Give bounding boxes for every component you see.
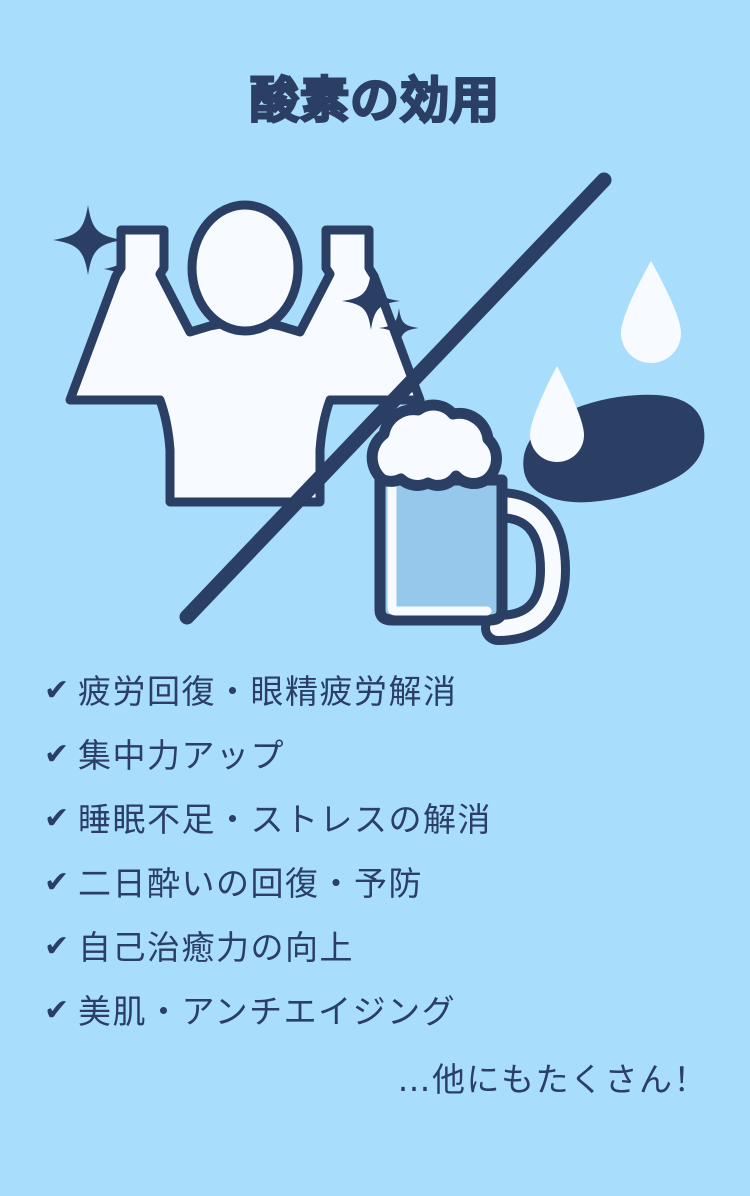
list-item: ✔ 睡眠不足・ストレスの解消 <box>0 788 750 852</box>
benefit-list: ✔ 疲労回復・眼精疲労解消 ✔ 集中力アップ ✔ 睡眠不足・ストレスの解消 ✔ … <box>0 660 750 1044</box>
sweat-drop-large-icon <box>621 261 681 363</box>
list-item: ✔ 疲労回復・眼精疲労解消 <box>0 660 750 724</box>
check-icon: ✔ <box>44 993 70 1028</box>
sparkle-large-right-icon <box>342 272 400 330</box>
list-item: ✔ 自己治癒力の向上 <box>0 916 750 980</box>
list-item: ✔ 集中力アップ <box>0 724 750 788</box>
benefit-label: 睡眠不足・ストレスの解消 <box>78 800 492 839</box>
check-icon: ✔ <box>44 737 70 772</box>
illustration-area <box>0 150 750 650</box>
list-item: ✔ 二日酔いの回復・予防 <box>0 852 750 916</box>
check-icon: ✔ <box>44 865 70 900</box>
sparkle-large-left-icon <box>53 205 123 275</box>
benefit-label: 集中力アップ <box>78 736 285 775</box>
beer-mug-icon <box>366 399 571 645</box>
list-item: ✔ 美肌・アンチエイジング <box>0 980 750 1044</box>
check-icon: ✔ <box>44 673 70 708</box>
benefit-label: 自己治癒力の向上 <box>78 928 354 967</box>
footer-note: …他にもたくさん！ <box>397 1060 708 1099</box>
person-arms-raised-icon <box>65 200 425 507</box>
sweat-drop-small-icon <box>530 366 584 462</box>
benefit-label: 疲労回復・眼精疲労解消 <box>78 672 458 711</box>
check-icon: ✔ <box>44 929 70 964</box>
sparkle-small-right-icon <box>379 308 419 348</box>
diagonal-divider-line <box>179 172 612 625</box>
page-title: 酸素の効用 <box>249 71 500 130</box>
benefit-label: 二日酔いの回復・予防 <box>78 864 423 903</box>
benefit-label: 美肌・アンチエイジング <box>78 992 457 1031</box>
check-icon: ✔ <box>44 801 70 836</box>
